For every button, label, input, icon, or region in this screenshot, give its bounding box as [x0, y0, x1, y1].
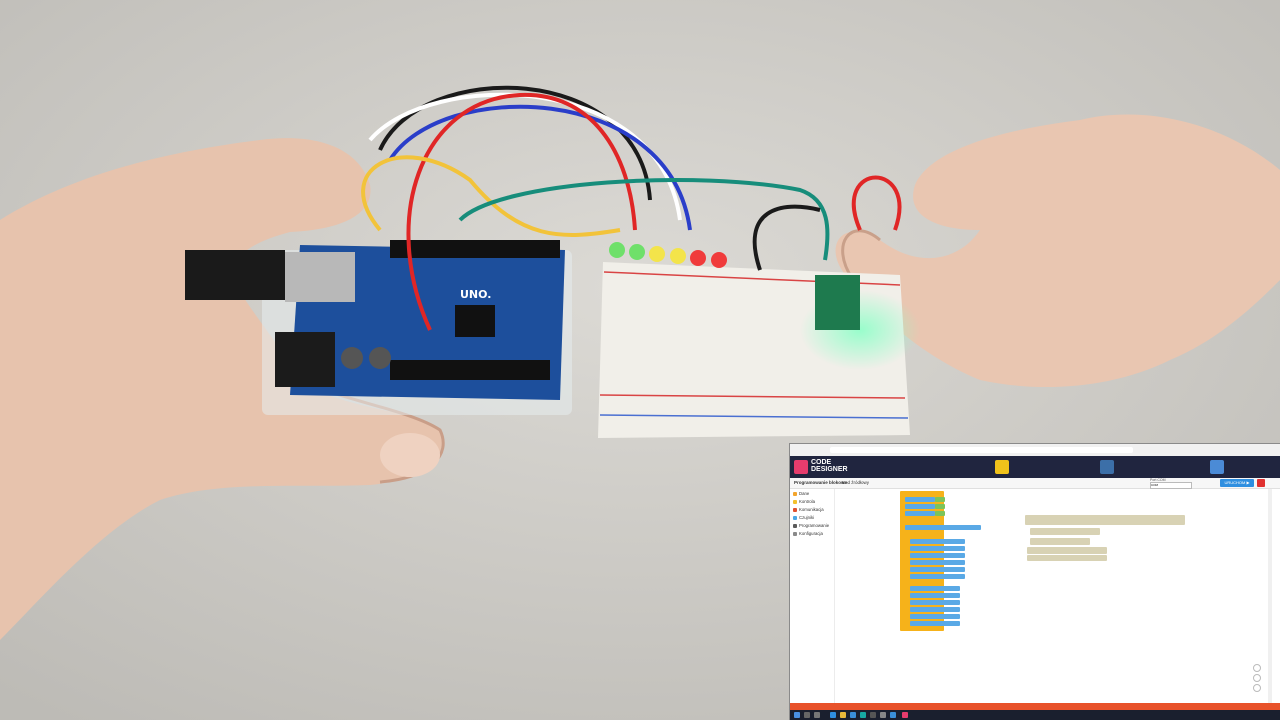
tab-source-code[interactable]: Kod źródłowy	[842, 480, 870, 485]
category-data[interactable]: Dane	[793, 491, 809, 497]
disabled-block[interactable]	[1027, 555, 1107, 561]
jumper-wires	[361, 85, 902, 331]
zoom-out-icon[interactable]	[1253, 684, 1261, 692]
logo-line1: CODE	[811, 459, 832, 466]
code-block[interactable]	[910, 614, 960, 619]
code-block[interactable]	[910, 600, 960, 605]
category-label: Konfiguracja	[799, 531, 823, 536]
code-block[interactable]	[905, 504, 935, 509]
code-block[interactable]	[910, 553, 965, 558]
task-view-icon[interactable]	[814, 712, 820, 718]
category-color-icon	[793, 515, 797, 520]
right-hand	[835, 114, 1280, 388]
category-color-icon	[793, 523, 797, 528]
category-label: Kontrola	[799, 499, 816, 504]
port-select[interactable]: COM	[1150, 482, 1192, 489]
category-label: Komunikacja	[799, 507, 824, 512]
category-color-icon	[793, 491, 797, 496]
code-block[interactable]	[910, 546, 965, 551]
code-block[interactable]	[910, 574, 965, 579]
category-color-icon	[793, 531, 797, 536]
app-logo: CODE DESIGNER	[811, 459, 851, 473]
value-block[interactable]	[935, 504, 945, 509]
led-row	[609, 242, 727, 268]
sensor-module	[815, 275, 860, 330]
toolbar: Programowanie blokowe Kod źródłowy Port …	[790, 478, 1280, 489]
start-icon[interactable]	[794, 712, 800, 718]
app-icon[interactable]	[880, 712, 886, 718]
zoom-center-icon[interactable]	[1253, 664, 1261, 672]
code-block[interactable]	[910, 586, 960, 591]
disabled-block[interactable]	[1030, 528, 1100, 535]
disabled-block[interactable]	[1027, 547, 1107, 554]
search-icon[interactable]	[804, 712, 810, 718]
category-color-icon	[793, 507, 797, 512]
app-icon[interactable]	[890, 712, 896, 718]
vertical-scrollbar[interactable]	[1268, 489, 1272, 703]
disabled-block[interactable]	[1030, 538, 1090, 545]
board-icon[interactable]	[1100, 460, 1114, 474]
category-config[interactable]: Konfiguracja	[793, 531, 823, 537]
logo-icon	[794, 460, 808, 474]
code-block[interactable]	[910, 593, 960, 598]
category-color-icon	[793, 499, 797, 504]
app-window: CODE DESIGNER Programowanie blokowe Kod …	[790, 444, 1280, 720]
tab-blocks[interactable]: Programowanie blokowe	[794, 480, 848, 485]
device-icon[interactable]	[1210, 460, 1224, 474]
block-toolbox: Dane Kontrola Komunikacja Czujniki Progr…	[790, 489, 835, 704]
category-sensors[interactable]: Czujniki	[793, 515, 814, 521]
category-control[interactable]: Kontrola	[793, 499, 815, 505]
browser-icon[interactable]	[830, 712, 836, 718]
code-block[interactable]	[910, 621, 960, 626]
os-taskbar	[790, 710, 1280, 720]
category-communication[interactable]: Komunikacja	[793, 507, 824, 513]
logo-line2: DESIGNER	[811, 466, 848, 473]
value-block[interactable]	[935, 497, 945, 502]
svg-text:UNO.: UNO.	[460, 288, 491, 301]
code-block[interactable]	[910, 607, 960, 612]
disabled-block[interactable]	[1025, 515, 1185, 525]
robot-icon[interactable]	[995, 460, 1009, 474]
app-icon[interactable]	[850, 712, 856, 718]
arduino-board: UNO.	[262, 240, 572, 415]
block-workspace[interactable]	[835, 489, 1265, 704]
stop-button[interactable]	[1257, 479, 1265, 487]
code-block[interactable]	[910, 560, 965, 565]
category-label: Czujniki	[799, 515, 815, 520]
category-label: Dane	[799, 491, 810, 496]
run-button[interactable]: URUCHOM ▶	[1220, 479, 1254, 487]
app-icon[interactable]	[870, 712, 876, 718]
code-block[interactable]	[910, 539, 965, 544]
code-block[interactable]	[910, 567, 965, 572]
app-header: CODE DESIGNER	[790, 456, 1280, 478]
folder-icon[interactable]	[840, 712, 846, 718]
value-block[interactable]	[935, 511, 945, 516]
category-programming[interactable]: Programowanie	[793, 523, 829, 529]
zoom-in-icon[interactable]	[1253, 674, 1261, 682]
port-label: Port COM	[1150, 478, 1166, 482]
code-block[interactable]	[905, 497, 935, 502]
status-bar	[790, 703, 1280, 710]
code-designer-icon[interactable]	[902, 712, 908, 718]
address-bar[interactable]	[830, 447, 1133, 453]
app-icon[interactable]	[860, 712, 866, 718]
usb-cable	[185, 250, 285, 300]
code-block[interactable]	[905, 511, 935, 516]
code-block[interactable]	[905, 525, 981, 530]
category-label: Programowanie	[799, 523, 830, 528]
